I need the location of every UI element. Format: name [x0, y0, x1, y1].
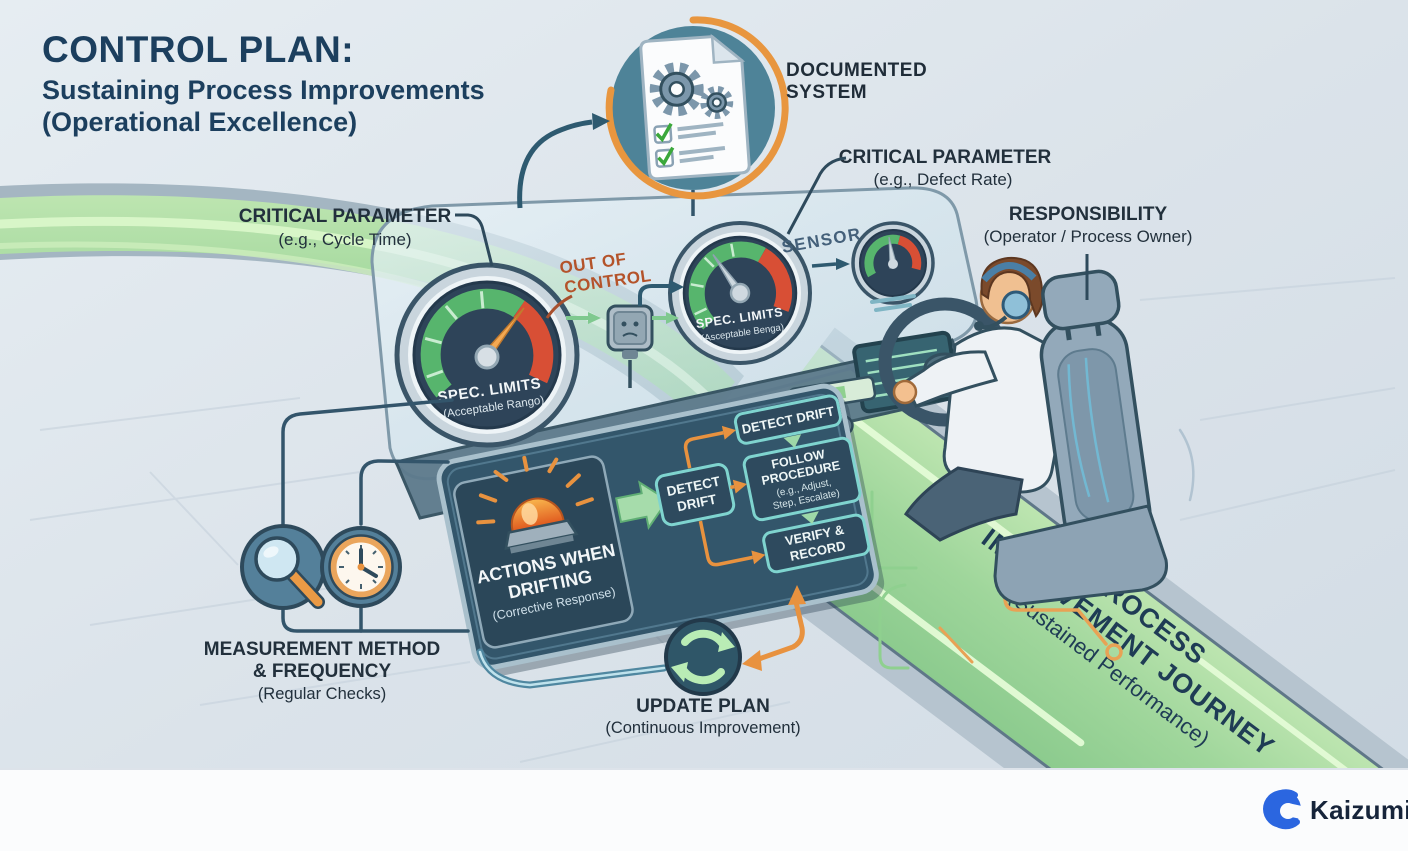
cp-defect-line2: (e.g., Defect Rate) [874, 170, 1013, 189]
cp-defect-connector [786, 156, 847, 235]
gauge-small [851, 221, 935, 312]
gauge-left-red-zone [512, 300, 554, 384]
gauge-small-green-zone [864, 234, 901, 278]
gauge-middle-red-zone [757, 248, 792, 312]
documented-system-ring [605, 16, 789, 200]
sensor-dark-arrow [638, 280, 684, 306]
page-title: CONTROL PLAN: Sustaining Process Improve… [42, 29, 485, 137]
update-plan-line1: UPDATE PLAN [636, 696, 770, 717]
gauge-middle-hub [729, 282, 751, 304]
documented-system-label-1: DOCUMENTED [786, 60, 927, 81]
responsibility-line1: RESPONSIBILITY [1009, 204, 1168, 225]
alarm-beacon-icon [476, 455, 594, 554]
update-plan-line2: (Continuous Improvement) [605, 719, 800, 737]
gauge-middle-ticks [690, 243, 735, 316]
cp-defect-line1: CRITICAL PARAMETER [839, 147, 1052, 168]
gauge-left: SPEC. LIMITS (Acceptable Rango) [394, 262, 580, 448]
sensor-device [566, 280, 684, 388]
sensor-green-arrow-in [566, 312, 601, 324]
alarm-rays [476, 455, 594, 525]
sensor-link-arrow [811, 258, 850, 270]
seat [1039, 269, 1152, 552]
gauge-small-hub [888, 259, 898, 269]
flowchart-panel: ACTIONS WHEN DRIFTING (Corrective Respon… [436, 383, 885, 676]
headset-mic [974, 321, 984, 331]
magnifier-icon [240, 524, 326, 610]
brand-name: Kaizumi [1310, 795, 1408, 825]
update-plan-orange-arrow [742, 585, 806, 671]
arrow-to-documented-system [517, 113, 610, 209]
measurement-label: MEASUREMENT METHOD & FREQUENCY (Regular … [204, 639, 440, 703]
clock-icon [320, 526, 402, 608]
gear-icon [649, 62, 704, 117]
flow-step2-box: FOLLOW PROCEDURE (e.g., Adjust, Step, Es… [742, 436, 862, 522]
flow-orange-arrowheads [721, 425, 766, 565]
headset-band [981, 262, 1037, 283]
responsibility-line2: (Operator / Process Owner) [984, 227, 1193, 246]
gauge-middle-green-zone [688, 241, 766, 330]
update-plan-label: UPDATE PLAN (Continuous Improvement) [605, 696, 800, 737]
gauge-middle: SPEC. LIMITS (Asceptable Benga) [668, 221, 812, 365]
seat-headrest [1041, 269, 1121, 331]
seat-contour-lines [1067, 357, 1110, 503]
gauge-small-red-zone [897, 235, 922, 271]
gauge-small-vents [870, 294, 916, 312]
title-line1: CONTROL PLAN: [42, 29, 354, 70]
sensor-green-arrow-out [652, 312, 679, 324]
documented-system: DOCUMENTED SYSTEM [517, 16, 927, 216]
seat-base [993, 504, 1168, 606]
flow-green-arrows [783, 434, 819, 524]
cp-cycle-line2: (e.g., Cycle Time) [278, 230, 411, 249]
cp-cycle-line1: CRITICAL PARAMETER [239, 206, 452, 227]
green-block-arrow [615, 480, 670, 531]
headset-earcup [1001, 290, 1031, 320]
measurement-connectors [281, 398, 470, 633]
flow-step3-box: VERIFY & RECORD [762, 513, 871, 574]
callout-responsibility: RESPONSIBILITY (Operator / Process Owner… [984, 204, 1193, 300]
callout-out-of-control: OUT OF CONTROL [545, 249, 653, 319]
gauge-left-hub [474, 344, 500, 370]
driver-legs [903, 466, 1024, 542]
measurement-group: MEASUREMENT METHOD & FREQUENCY (Regular … [204, 398, 470, 703]
update-plan-group: UPDATE PLAN (Continuous Improvement) [476, 585, 806, 737]
document-icon [639, 33, 751, 181]
title-line3: (Operational Excellence) [42, 107, 357, 137]
footer-bar: Kaizumi [0, 768, 1408, 851]
checklist-icon [653, 122, 726, 168]
cp-cycle-connector [455, 213, 494, 267]
measurement-line2: & FREQUENCY [253, 661, 392, 682]
flow-trigger-box: DETECT DRIFT [654, 463, 736, 527]
driver-scene [878, 256, 1168, 606]
brand-logo-icon [1263, 789, 1304, 830]
driver-hand [892, 379, 918, 405]
title-line2: Sustaining Process Improvements [42, 75, 485, 105]
callout-critical-parameter-cycle: CRITICAL PARAMETER (e.g., Cycle Time) [239, 206, 494, 267]
out-of-control-connector [545, 294, 573, 319]
measurement-line1: MEASUREMENT METHOD [204, 639, 440, 660]
gear-small-icon [700, 85, 734, 119]
documented-system-label-2: SYSTEM [786, 82, 867, 103]
update-plan-icon [664, 618, 742, 696]
callout-critical-parameter-defect: CRITICAL PARAMETER (e.g., Defect Rate) [786, 147, 1052, 235]
gauge-left-ticks [424, 291, 485, 379]
measurement-line3: (Regular Checks) [258, 685, 386, 703]
flow-orange-connectors [683, 431, 754, 567]
gauge-left-green-zone [420, 288, 525, 398]
